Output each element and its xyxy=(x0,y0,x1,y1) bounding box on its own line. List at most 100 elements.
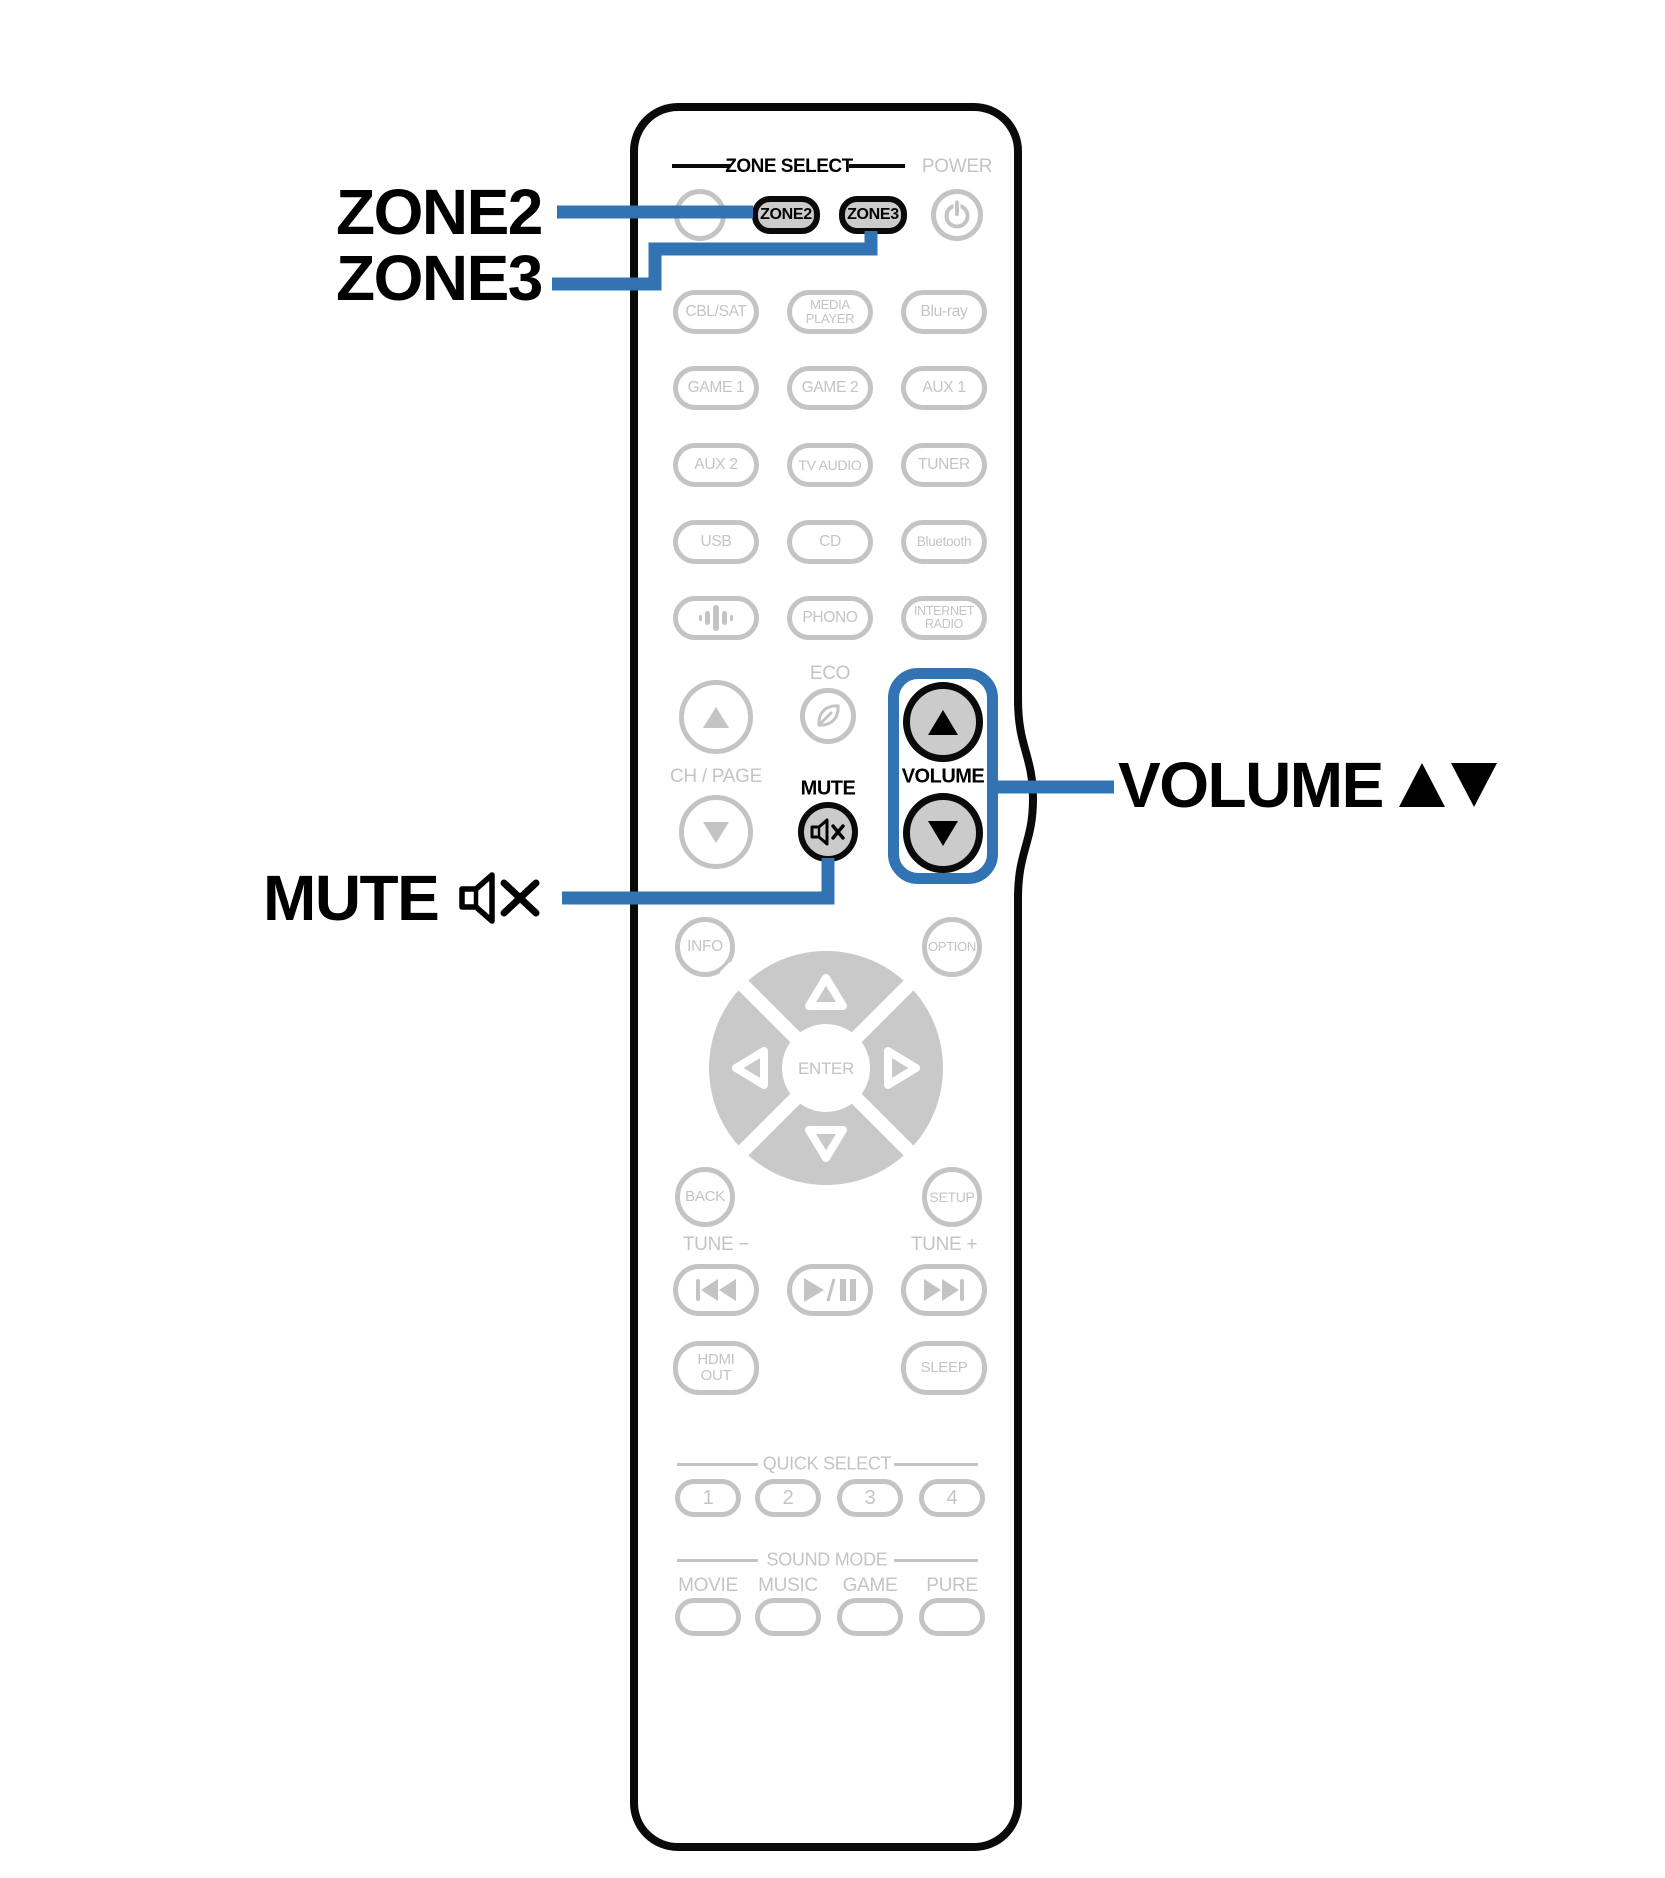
quick-select-dash-right xyxy=(894,1463,978,1466)
sound-mode-pure-label: PURE xyxy=(926,1575,978,1596)
sleep-button[interactable]: SLEEP xyxy=(901,1341,987,1395)
skip-forward-icon xyxy=(924,1279,964,1301)
source-button-bluetooth[interactable]: Bluetooth xyxy=(901,520,987,564)
cursor-up-button[interactable] xyxy=(805,974,847,1010)
channel-page-down-button[interactable] xyxy=(679,795,753,869)
hdmi-out-label: OUT xyxy=(700,1367,732,1384)
main-zone-button[interactable] xyxy=(674,189,726,241)
equalizer-bars-icon xyxy=(699,605,733,631)
mute-speaker-x-icon xyxy=(459,872,540,924)
setup-button[interactable]: SETUP xyxy=(922,1167,982,1227)
skip-forward-button[interactable] xyxy=(901,1264,987,1316)
sound-mode-dash-left xyxy=(677,1559,758,1562)
sound-mode-pure-button[interactable] xyxy=(919,1598,985,1636)
mute-callout-label: MUTE xyxy=(263,861,546,935)
source-label: Bluetooth xyxy=(916,533,972,549)
volume-buttons-highlight xyxy=(888,668,998,884)
source-label: RADIO xyxy=(924,617,964,631)
source-button-tuner[interactable]: TUNER xyxy=(901,443,987,487)
sound-mode-game-button[interactable] xyxy=(837,1598,903,1636)
source-button-game2[interactable]: GAME 2 xyxy=(787,366,873,410)
quick-select-4-button[interactable]: 4 xyxy=(919,1479,985,1517)
volume-callout-label: VOLUME xyxy=(1118,748,1497,822)
source-button-media-player[interactable]: MEDIA PLAYER xyxy=(787,290,873,334)
source-label: MEDIA xyxy=(810,297,850,313)
source-button-game1[interactable]: GAME 1 xyxy=(673,366,759,410)
tune-plus-label: TUNE + xyxy=(910,1234,978,1255)
option-button[interactable]: OPTION xyxy=(922,917,982,977)
source-label: GAME 1 xyxy=(687,378,745,396)
volume-down-triangle-icon xyxy=(928,820,958,846)
sound-mode-movie-label: MOVIE xyxy=(678,1575,738,1596)
zone2-callout-text: ZONE2 xyxy=(336,176,543,248)
hdmi-out-button[interactable]: HDMI OUT xyxy=(673,1341,759,1395)
source-label: AUX 1 xyxy=(922,378,966,396)
play-pause-button[interactable] xyxy=(787,1264,873,1316)
source-label: AUX 2 xyxy=(694,455,738,473)
source-label: TUNER xyxy=(918,455,970,473)
source-button-phono[interactable]: PHONO xyxy=(787,596,873,640)
power-button[interactable] xyxy=(931,189,983,241)
quick-select-label: 2 xyxy=(782,1486,794,1509)
info-button[interactable]: INFO xyxy=(675,917,735,977)
channel-page-up-button[interactable] xyxy=(679,680,753,754)
sound-mode-music-button[interactable] xyxy=(755,1598,821,1636)
zone2-callout-label: ZONE2 xyxy=(336,175,543,249)
volume-down-triangle-icon xyxy=(1450,763,1497,807)
zone-select-dash-right xyxy=(849,164,905,168)
volume-up-button[interactable] xyxy=(903,682,983,762)
zone3-button[interactable]: ZONE3 xyxy=(839,196,907,234)
volume-down-button[interactable] xyxy=(903,793,983,873)
source-button-cd[interactable]: CD xyxy=(787,520,873,564)
skip-back-icon xyxy=(696,1279,736,1301)
mute-icon xyxy=(810,818,845,846)
quick-select-3-button[interactable]: 3 xyxy=(837,1479,903,1517)
zone2-button[interactable]: ZONE2 xyxy=(752,196,820,234)
quick-select-header: QUICK SELECT xyxy=(762,1453,892,1474)
quick-select-label: 1 xyxy=(702,1486,714,1509)
option-button-label: OPTION xyxy=(927,939,977,955)
sound-mode-movie-button[interactable] xyxy=(675,1598,741,1636)
source-label: INTERNET xyxy=(913,604,975,618)
mute-callout-text: MUTE xyxy=(263,862,440,934)
zone2-button-label: ZONE2 xyxy=(760,205,812,223)
source-button-aux1[interactable]: AUX 1 xyxy=(901,366,987,410)
source-label: CBL/SAT xyxy=(685,302,747,320)
cursor-left-button[interactable] xyxy=(732,1047,768,1089)
source-button-blu-ray[interactable]: Blu-ray xyxy=(901,290,987,334)
source-button-internet-radio[interactable]: INTERNET RADIO xyxy=(901,596,987,640)
enter-button-label: ENTER xyxy=(798,1059,854,1078)
cursor-right-button[interactable] xyxy=(884,1047,920,1089)
volume-up-triangle-icon xyxy=(928,709,958,735)
sound-mode-game-label: GAME xyxy=(842,1575,898,1596)
back-button[interactable]: BACK xyxy=(675,1167,735,1227)
source-label: PHONO xyxy=(802,608,858,626)
power-label: POWER xyxy=(921,156,993,177)
eco-leaf-icon xyxy=(817,704,840,727)
play-pause-icon xyxy=(804,1278,856,1302)
source-button-tv-audio[interactable]: TV AUDIO xyxy=(787,443,873,487)
sound-mode-dash-right xyxy=(894,1559,978,1562)
source-button-usb[interactable]: USB xyxy=(673,520,759,564)
enter-button[interactable] xyxy=(782,1024,870,1112)
quick-select-1-button[interactable]: 1 xyxy=(675,1479,741,1517)
mute-button[interactable] xyxy=(798,802,858,862)
volume-up-triangle-icon xyxy=(1398,763,1445,807)
source-button-aux2[interactable]: AUX 2 xyxy=(673,443,759,487)
source-label: CD xyxy=(819,532,841,550)
sleep-button-label: SLEEP xyxy=(920,1359,968,1377)
eco-button[interactable] xyxy=(800,688,856,744)
source-label: TV AUDIO xyxy=(798,456,862,473)
tune-minus-label: TUNE − xyxy=(682,1234,750,1255)
zone3-callout-label: ZONE3 xyxy=(336,241,543,315)
volume-callout-text: VOLUME xyxy=(1118,749,1384,821)
quick-select-2-button[interactable]: 2 xyxy=(755,1479,821,1517)
skip-back-button[interactable] xyxy=(673,1264,759,1316)
source-button-music[interactable] xyxy=(673,596,759,640)
source-button-cbl-sat[interactable]: CBL/SAT xyxy=(673,290,759,334)
zone3-button-label: ZONE3 xyxy=(847,205,899,223)
directional-pad[interactable]: ENTER xyxy=(708,950,944,1186)
cursor-down-button[interactable] xyxy=(805,1126,847,1162)
mute-button-label: MUTE xyxy=(800,777,856,800)
